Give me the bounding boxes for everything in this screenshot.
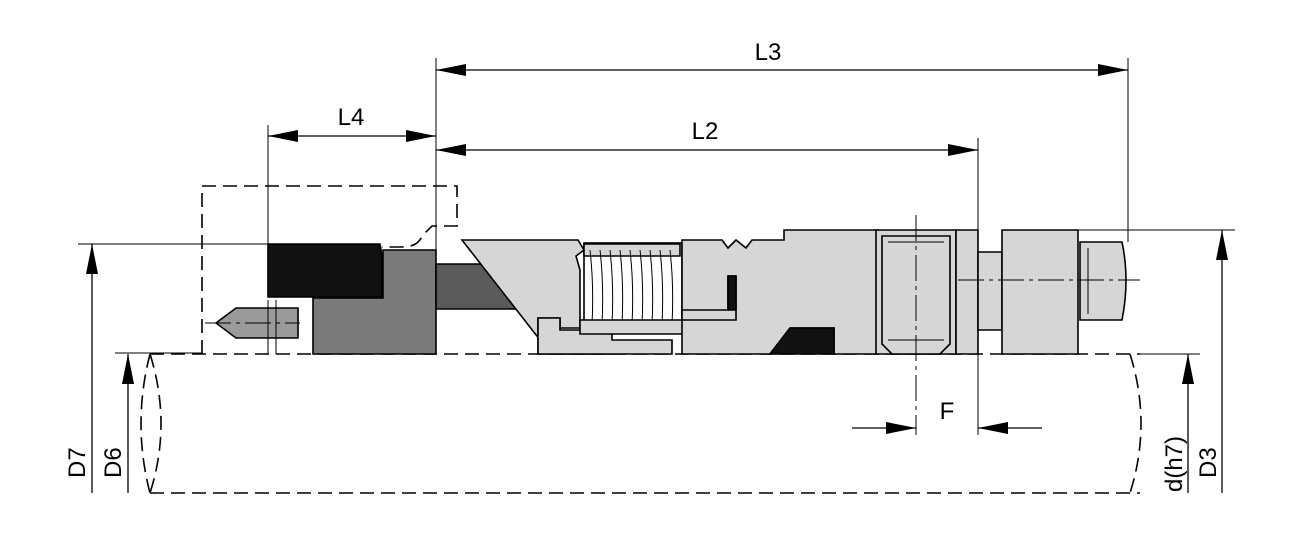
dimension-l3: L3 (436, 39, 1128, 76)
dimension-d6: D6 (100, 354, 134, 493)
extension-lines (78, 58, 1235, 435)
seal-housing-outline (201, 185, 458, 354)
drive-collar (681, 229, 879, 355)
shaft (140, 353, 1142, 494)
dimension-d7: D7 (64, 244, 98, 493)
dimension-l2: L2 (436, 118, 978, 156)
stationary-seat (312, 249, 437, 355)
label-d-h7: d(h7) (1161, 436, 1188, 492)
label-d7: D7 (64, 447, 91, 478)
set-screw (875, 215, 957, 435)
small-seal-insert (727, 275, 737, 311)
label-d3: D3 (1195, 447, 1222, 478)
dimension-l4: L4 (268, 104, 436, 142)
anti-rotation-pin (205, 300, 300, 354)
label-l2: L2 (692, 118, 719, 145)
dimension-d3: D3 (1195, 230, 1228, 493)
seat-o-ring (267, 243, 383, 298)
label-d6: D6 (100, 447, 127, 478)
label-l4: L4 (338, 104, 365, 131)
label-l3: L3 (755, 39, 782, 66)
dimension-f: F (852, 398, 1042, 434)
hex-bolt-head (1079, 241, 1127, 321)
label-f: F (940, 398, 955, 425)
clamp-ring (955, 229, 1079, 355)
bellows-spring (579, 242, 685, 335)
dimension-d-h7: d(h7) (1161, 354, 1194, 493)
collar-o-ring (768, 327, 835, 355)
face-retainer-lower (537, 317, 673, 355)
